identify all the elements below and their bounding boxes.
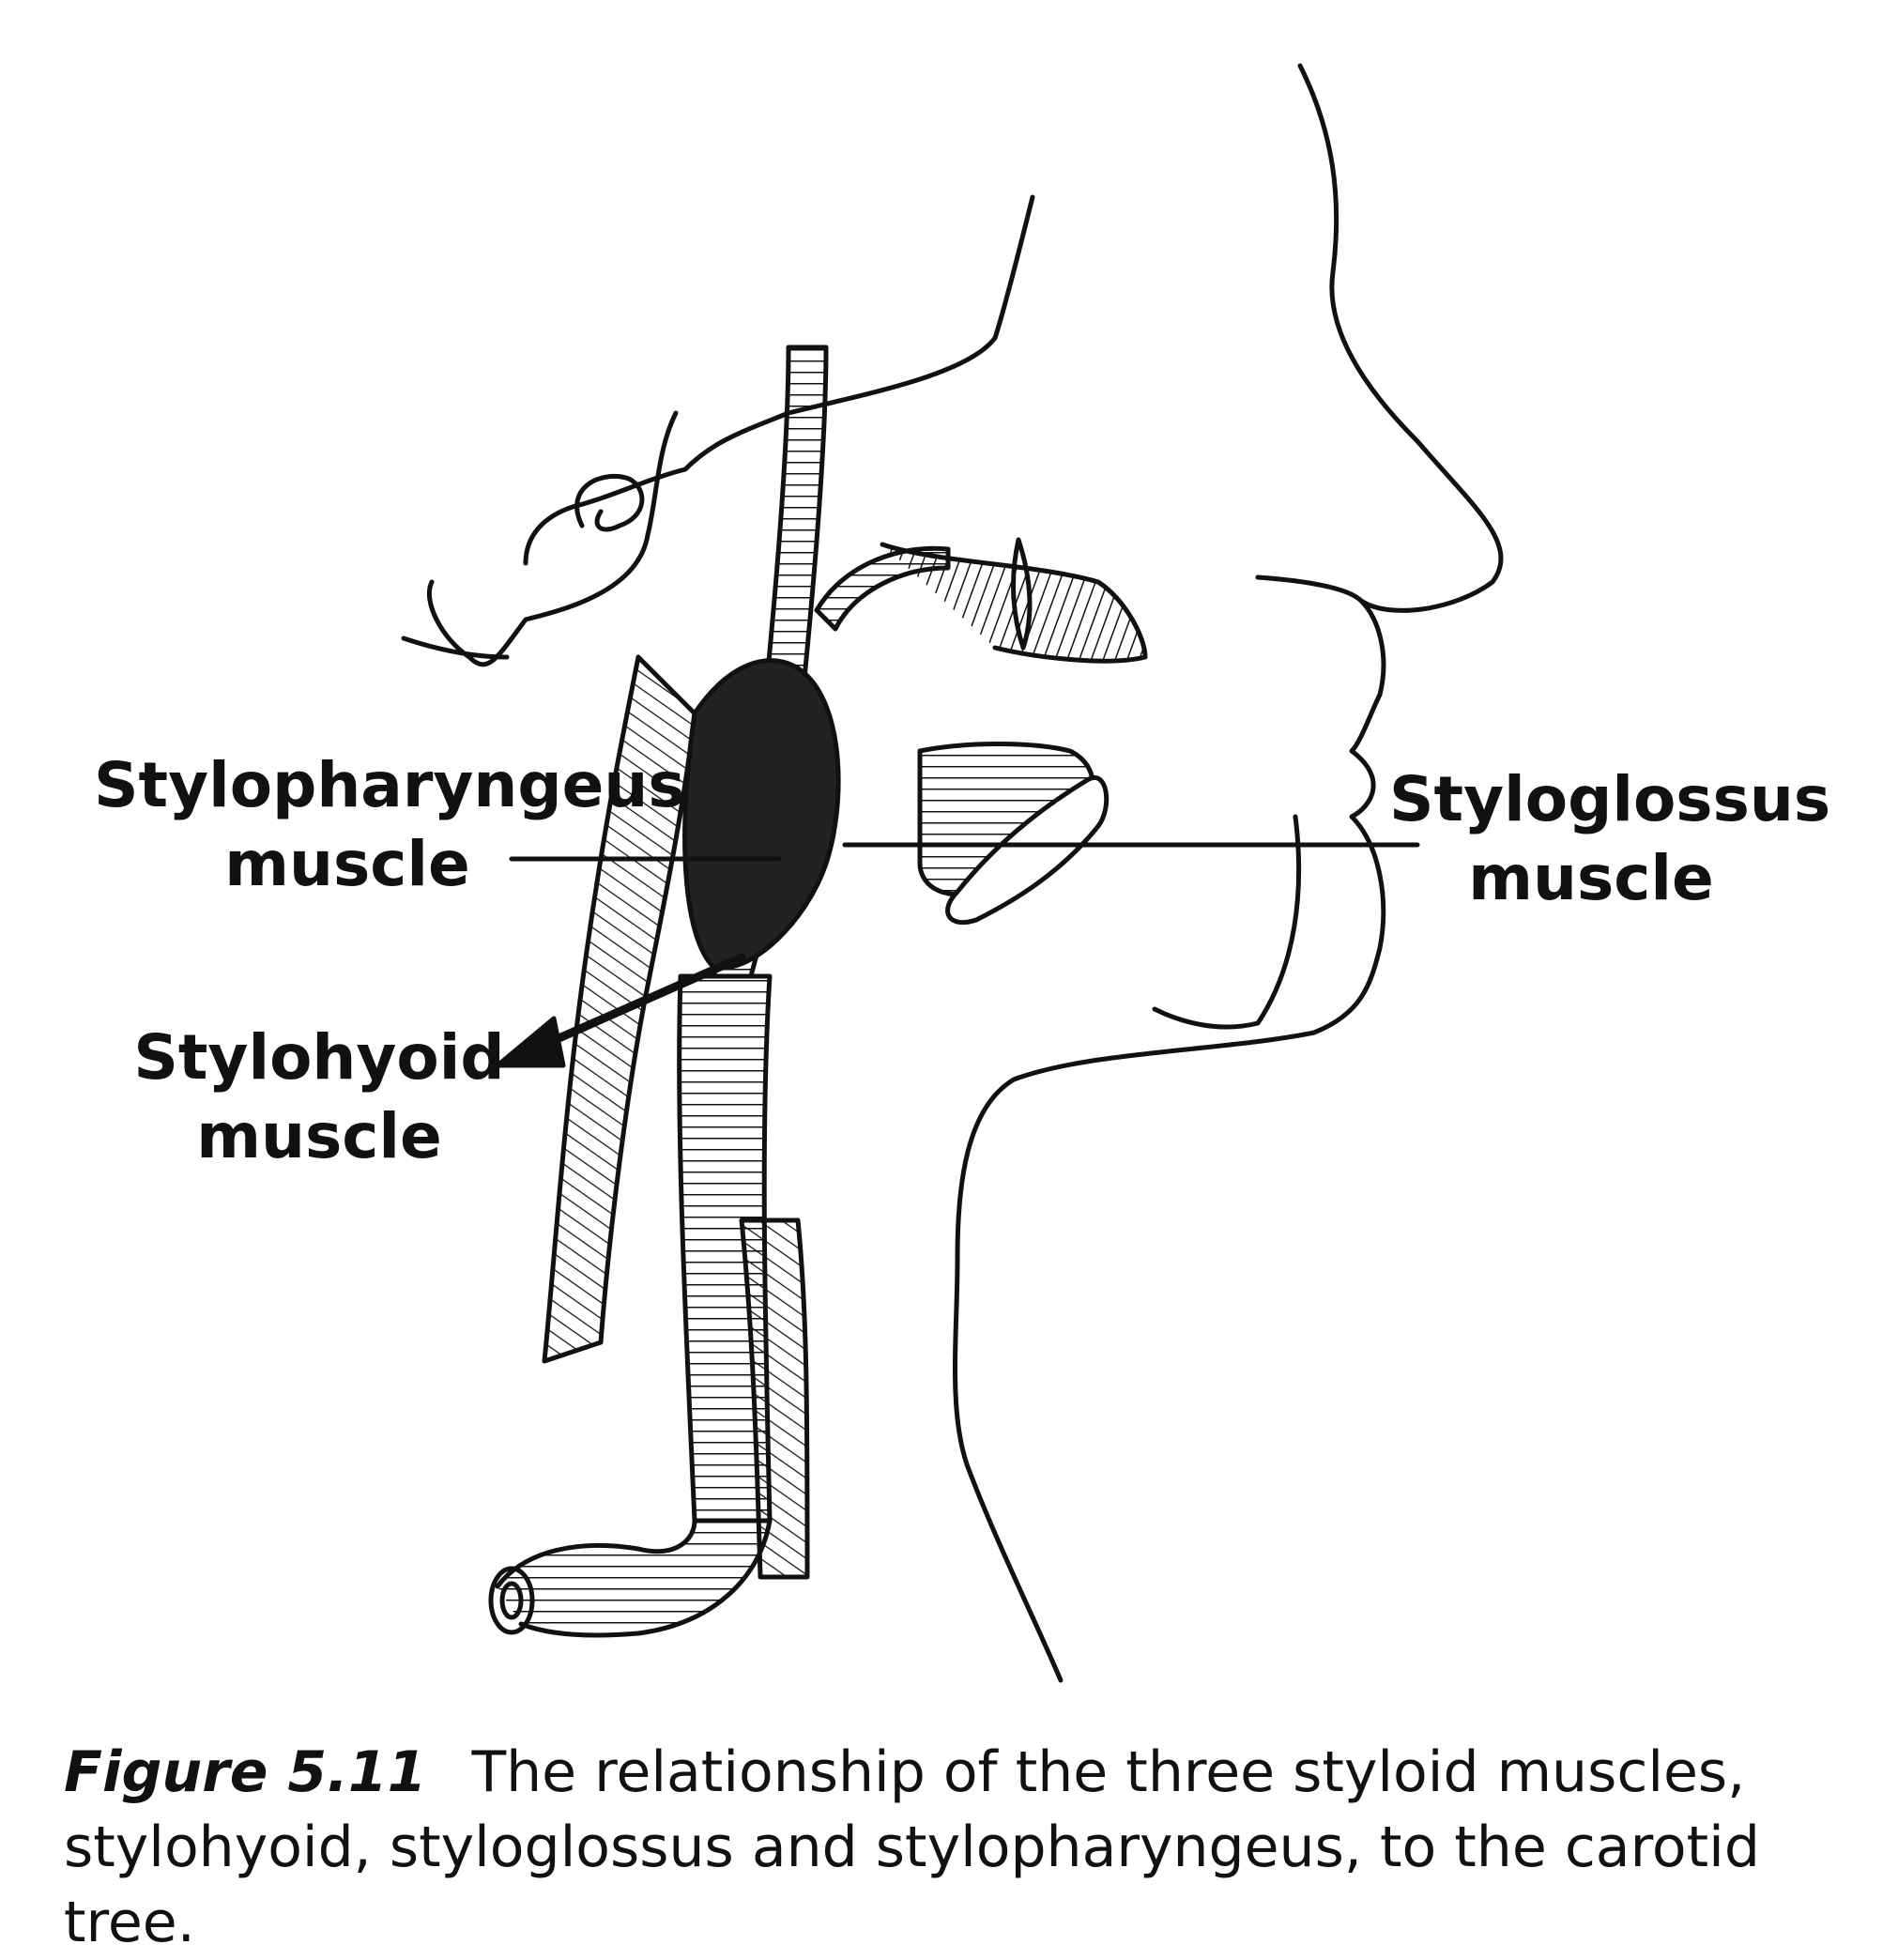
ear [574, 473, 645, 532]
jaw-line [1152, 814, 1302, 1030]
tongue-muscle [880, 542, 1148, 664]
face-profile [953, 63, 1504, 1683]
stylohyoid-arrow-line [535, 953, 746, 1051]
hyoid-bone [945, 774, 1110, 926]
anatomy-illustration [401, 63, 1504, 1683]
label-styloglossus-muscle: Styloglossus muscle [1389, 763, 1831, 914]
mandible [523, 194, 1035, 566]
skull-base [401, 410, 679, 667]
external-carotid [814, 545, 951, 632]
styloid-muscle-mass [682, 658, 841, 971]
label-stylohyoid-muscle: Stylohyoid muscle [133, 1021, 505, 1172]
aortic-arch [495, 1518, 773, 1638]
stylohyoid-arrowhead [495, 1016, 566, 1068]
figure-number: Figure 5.11 [64, 1739, 427, 1805]
trachea [739, 1217, 810, 1580]
label-stylopharyngeus-muscle: Stylopharyngeus muscle [94, 749, 685, 900]
aortic-opening [488, 1566, 535, 1635]
